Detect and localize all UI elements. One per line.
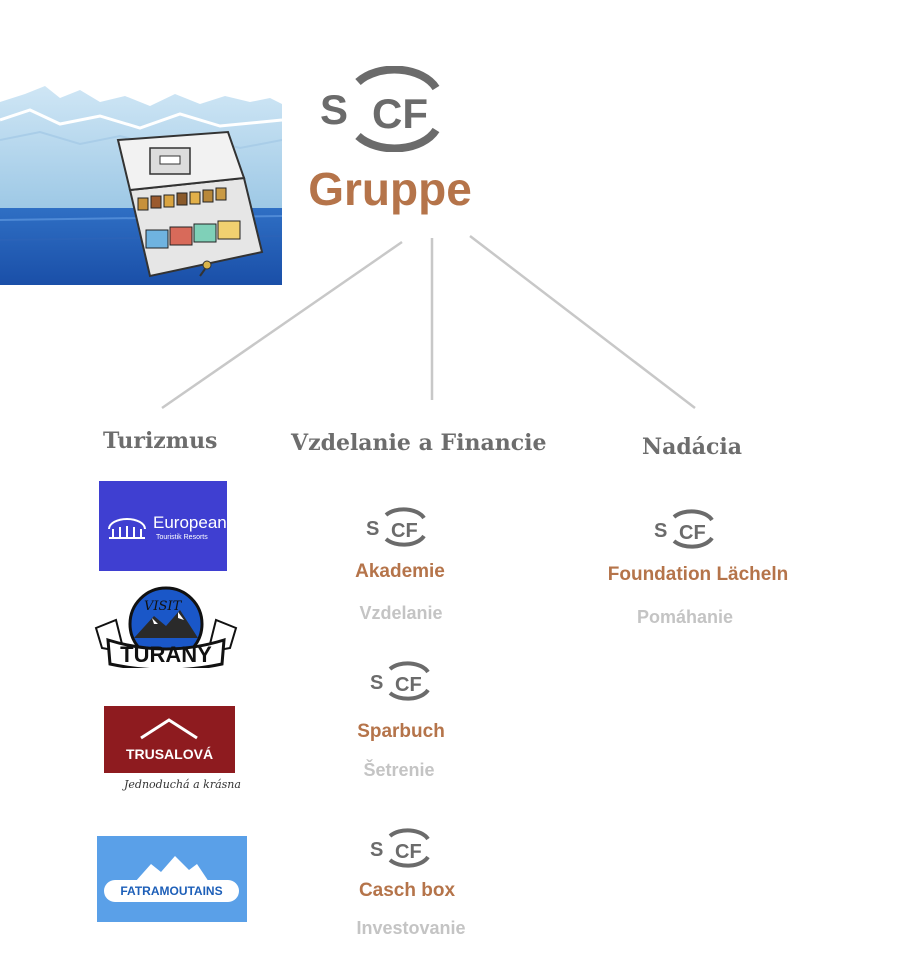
svg-text:CF: CF	[679, 522, 706, 544]
fatramoutains-pill: FATRAMOUTAINS	[104, 880, 239, 902]
scf-logo-icon: S CF	[370, 828, 430, 868]
svg-text:CF: CF	[372, 90, 428, 137]
svg-text:CF: CF	[395, 674, 422, 696]
svg-text:CF: CF	[391, 520, 418, 542]
item-casch-box-subtitle: Investovanie	[356, 918, 466, 938]
trusalova-slogan: Jednoduchá a krásna	[124, 778, 241, 791]
cash-box-illustration	[0, 80, 282, 285]
category-tourism: Turizmus	[103, 428, 218, 454]
category-education-finance: Vzdelanie a Financie	[291, 430, 547, 456]
trusalova-logo: TRUSALOVÁ	[104, 706, 235, 773]
svg-text:S: S	[320, 86, 348, 133]
visit-label: VISIT	[144, 599, 183, 614]
group-title: Gruppe	[308, 163, 472, 215]
category-foundation: Nadácia	[642, 434, 743, 460]
scf-logo-icon: S CF	[370, 661, 430, 701]
scf-logo-icon: S CF	[654, 509, 714, 549]
svg-text:CF: CF	[395, 841, 422, 863]
european-logo-title: European	[153, 513, 227, 532]
colosseum-icon	[108, 518, 146, 539]
mountain-icon	[140, 718, 198, 740]
item-akademie: Akademie	[355, 561, 445, 582]
item-foundation-lacheln-subtitle: Pomáhanie	[636, 607, 734, 627]
fatramoutains-label: FATRAMOUTAINS	[120, 884, 223, 898]
european-logo-subtitle: Touristik Resorts	[156, 534, 208, 541]
scf-logo-icon: S CF	[366, 507, 426, 547]
svg-text:S: S	[654, 520, 667, 542]
item-foundation-lacheln: Foundation Lächeln	[607, 564, 789, 585]
mountain-icon	[135, 856, 209, 882]
fatramoutains-logo: FATRAMOUTAINS	[97, 836, 247, 922]
svg-text:S: S	[370, 839, 383, 861]
item-casch-box: Casch box	[358, 880, 456, 901]
item-akademie-subtitle: Vzdelanie	[359, 603, 443, 623]
svg-text:S: S	[370, 672, 383, 694]
european-logo: European Touristik Resorts	[99, 481, 227, 571]
item-sparbuch: Sparbuch	[357, 721, 445, 742]
item-sparbuch-subtitle: Šetrenie	[363, 760, 435, 780]
visit-turany-badge: VISIT TURANY	[94, 586, 238, 668]
trusalova-label: TRUSALOVÁ	[125, 746, 214, 762]
scf-logo-icon: S CF	[320, 66, 440, 152]
turany-label: TURANY	[120, 642, 212, 667]
svg-text:S: S	[366, 518, 379, 540]
